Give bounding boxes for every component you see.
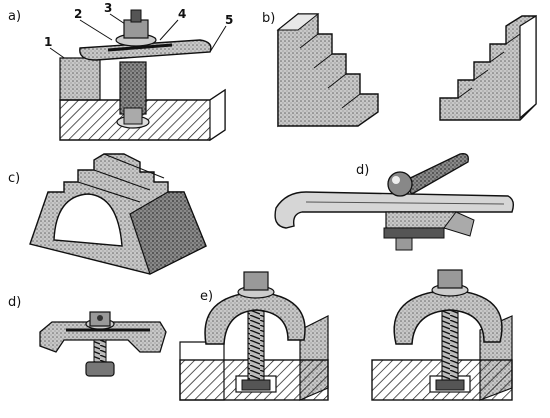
right-nut xyxy=(437,269,463,289)
bolt-lower xyxy=(123,107,143,125)
clamp-foot xyxy=(383,227,445,239)
strap-plate xyxy=(79,39,212,61)
step-left-top xyxy=(276,13,320,31)
panel-e-horseshoe-clamps: e) xyxy=(179,269,513,401)
step-right-edge-1 xyxy=(457,87,473,99)
panel-a-label: a) xyxy=(8,9,21,24)
part-number-1: 1 xyxy=(44,35,52,49)
part-number-2: 2 xyxy=(74,7,82,21)
lever-cam-ball xyxy=(387,171,413,197)
arched-block-side xyxy=(129,191,207,275)
left-horseshoe xyxy=(204,291,306,345)
support-column xyxy=(119,61,147,115)
panel-c-arched-step-block: c) xyxy=(8,153,207,275)
small-bolt xyxy=(93,339,107,365)
strap-slot xyxy=(107,43,173,52)
panel-b-label: b) xyxy=(262,11,275,26)
clamp-arm xyxy=(274,191,515,229)
step-right-edge-4 xyxy=(505,33,521,45)
panel-e-label: e) xyxy=(200,289,213,304)
lever-handle[interactable] xyxy=(400,153,469,195)
panel-d-lever-clamp: d) xyxy=(274,153,515,251)
step-left-edge-4 xyxy=(341,93,361,109)
arch-opening xyxy=(53,193,123,247)
panel-a-strap-clamp: a) 2 3 4 1 5 xyxy=(8,1,233,142)
right-tslot-nut xyxy=(435,379,465,391)
cam-highlight xyxy=(392,176,400,184)
clamp-nut xyxy=(123,19,149,39)
c-step-line-3 xyxy=(77,181,141,203)
left-tslot-nut xyxy=(241,379,271,391)
part-number-3: 3 xyxy=(104,1,112,15)
horseshoe-clamp-right xyxy=(371,269,513,401)
step-left-edge-2 xyxy=(313,53,333,69)
c-step-line-2 xyxy=(93,169,151,191)
part-number-4: 4 xyxy=(178,7,186,21)
base-side xyxy=(209,88,226,142)
panel-d-label-lower: d) xyxy=(8,295,21,310)
small-nut-hole xyxy=(97,315,103,321)
small-tslot-nut xyxy=(85,361,115,377)
stud-top xyxy=(130,9,142,23)
clamp-stud xyxy=(395,237,413,251)
workpiece-block xyxy=(59,57,101,101)
leader-4 xyxy=(159,19,179,41)
leader-5 xyxy=(209,25,227,53)
step-block-left xyxy=(277,13,379,127)
panel-d-label-upper: d) xyxy=(356,163,369,178)
step-right-edge-2 xyxy=(473,69,489,81)
panel-b-step-blocks: b) xyxy=(262,11,537,128)
left-nut xyxy=(243,271,269,291)
clamp-heel xyxy=(443,211,475,237)
step-left-edge-1 xyxy=(299,33,319,49)
panel-d-small-strap: d) xyxy=(8,295,167,377)
right-horseshoe xyxy=(393,289,503,345)
step-block-right-side xyxy=(519,14,537,120)
c-step-line-1 xyxy=(103,153,165,179)
leader-2 xyxy=(79,19,113,41)
clamp-arm-highlight xyxy=(305,201,505,205)
step-left-edge-3 xyxy=(327,73,347,89)
step-right-edge-3 xyxy=(489,51,505,63)
part-number-5: 5 xyxy=(225,13,233,27)
horseshoe-clamp-left xyxy=(179,271,329,401)
panel-c-label: c) xyxy=(8,171,20,186)
